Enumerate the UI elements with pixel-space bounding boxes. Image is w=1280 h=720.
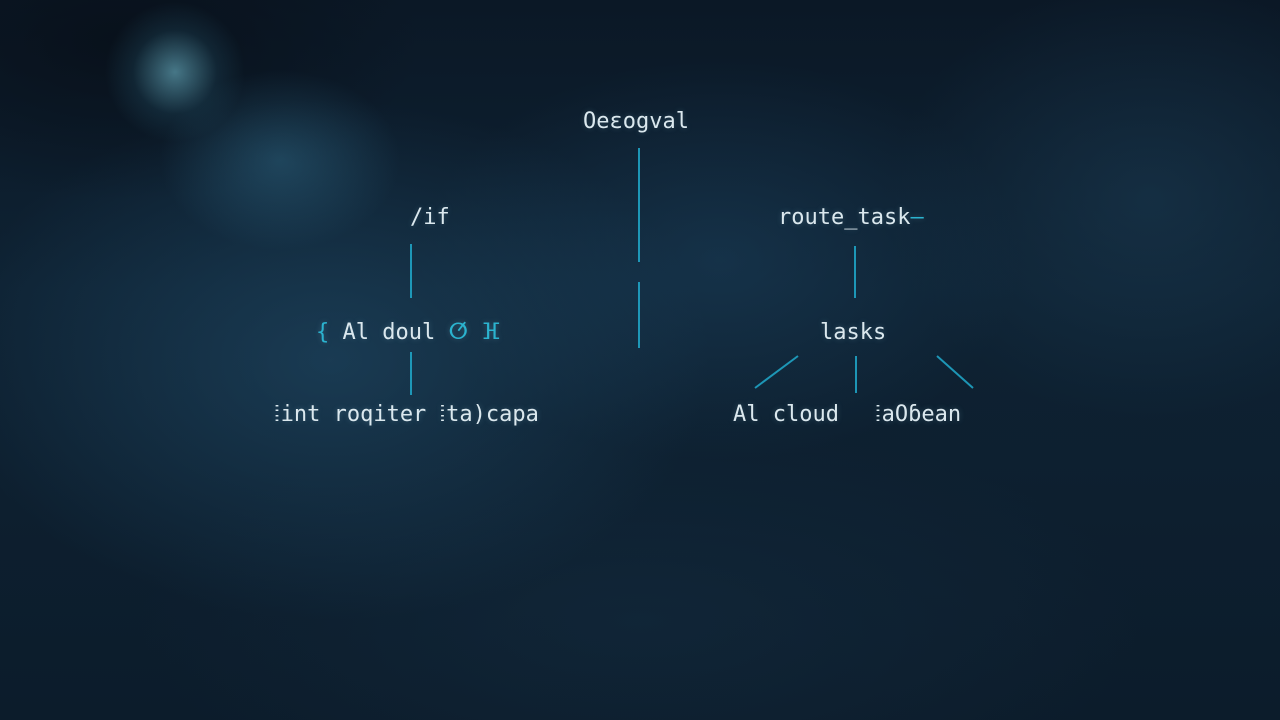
node-route-task: route_task— xyxy=(778,205,924,231)
node-ai-doul: { Al doul ⵚ ⴼ xyxy=(316,320,500,346)
route-task-label: route_task xyxy=(778,205,911,230)
node-bottom-left: ⵂint roqiter ⵂta)capa xyxy=(274,402,539,427)
route-task-tail: — xyxy=(910,205,924,230)
node-lasks: lasks xyxy=(820,320,887,345)
ai-doul-label: Al doul xyxy=(342,320,436,345)
ai-doul-right-glyph: ⵚ ⴼ xyxy=(448,320,501,345)
node-ai-cloud: Al cloud xyxy=(733,402,839,427)
node-ocean: ⵂaOɓean xyxy=(875,402,962,427)
ai-doul-left-glyph: { xyxy=(316,320,330,345)
edge-lasks-to-ocean xyxy=(936,355,974,389)
edge-lasks-to-ai-cloud xyxy=(754,355,799,389)
node-if: /if xyxy=(410,205,450,230)
node-top: Oeɛogval xyxy=(583,109,689,134)
